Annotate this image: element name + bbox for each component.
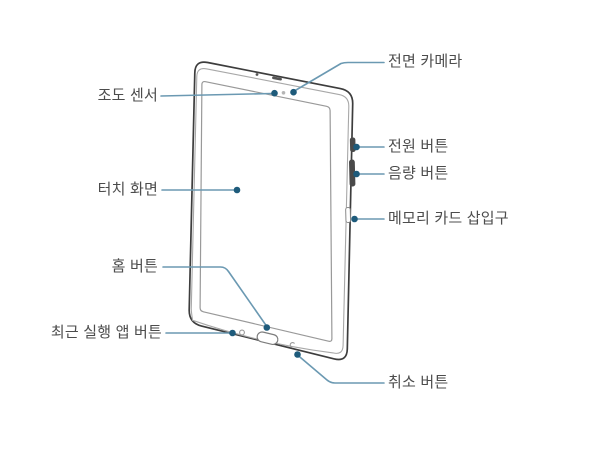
volume-button-shape	[349, 159, 356, 187]
callout-label-back-button: 취소 버튼	[388, 374, 449, 391]
callout-dot-volume-button	[353, 170, 360, 178]
callout-line-home-button	[162, 266, 268, 327]
callout-dot-front-camera	[290, 88, 297, 96]
callout-label-power-button: 전원 버튼	[388, 138, 449, 155]
callout-dot-back-button	[294, 351, 301, 358]
home-button-shape	[256, 331, 279, 346]
callout-dot-recent-apps-button	[229, 329, 236, 337]
callout-label-recent-apps-button: 최근 실행 앱 버튼	[50, 324, 162, 341]
callout-label-home-button: 홈 버튼	[111, 258, 158, 275]
callout-dot-home-button	[263, 324, 271, 331]
proximity-sensor-dot	[281, 91, 286, 95]
callout-line-front-camera	[292, 61, 385, 93]
callout-line-back-button	[296, 354, 385, 384]
memory-card-slot-shape	[345, 206, 352, 224]
callout-dot-memory-card-slot	[351, 215, 358, 223]
recent-apps-key	[239, 329, 245, 336]
speaker-slot	[272, 76, 282, 81]
callout-dot-power-button	[353, 143, 360, 151]
callout-label-touch-screen: 터치 화면	[97, 181, 158, 198]
tablet-screen	[199, 80, 333, 342]
microphone-hole	[255, 73, 259, 76]
callout-dot-illuminance-sensor	[271, 89, 278, 97]
callout-dot-touch-screen	[233, 186, 241, 194]
callout-lines	[160, 61, 385, 384]
callout-label-memory-card-slot: 메모리 카드 삽입구	[388, 210, 509, 227]
callout-label-volume-button: 음량 버튼	[388, 165, 449, 182]
callout-dots	[229, 88, 360, 358]
callout-label-illuminance-sensor: 조도 센서	[97, 87, 158, 104]
callout-line-illuminance-sensor	[160, 92, 273, 97]
callout-label-front-camera: 전면 카메라	[388, 53, 463, 70]
back-key	[289, 342, 295, 348]
